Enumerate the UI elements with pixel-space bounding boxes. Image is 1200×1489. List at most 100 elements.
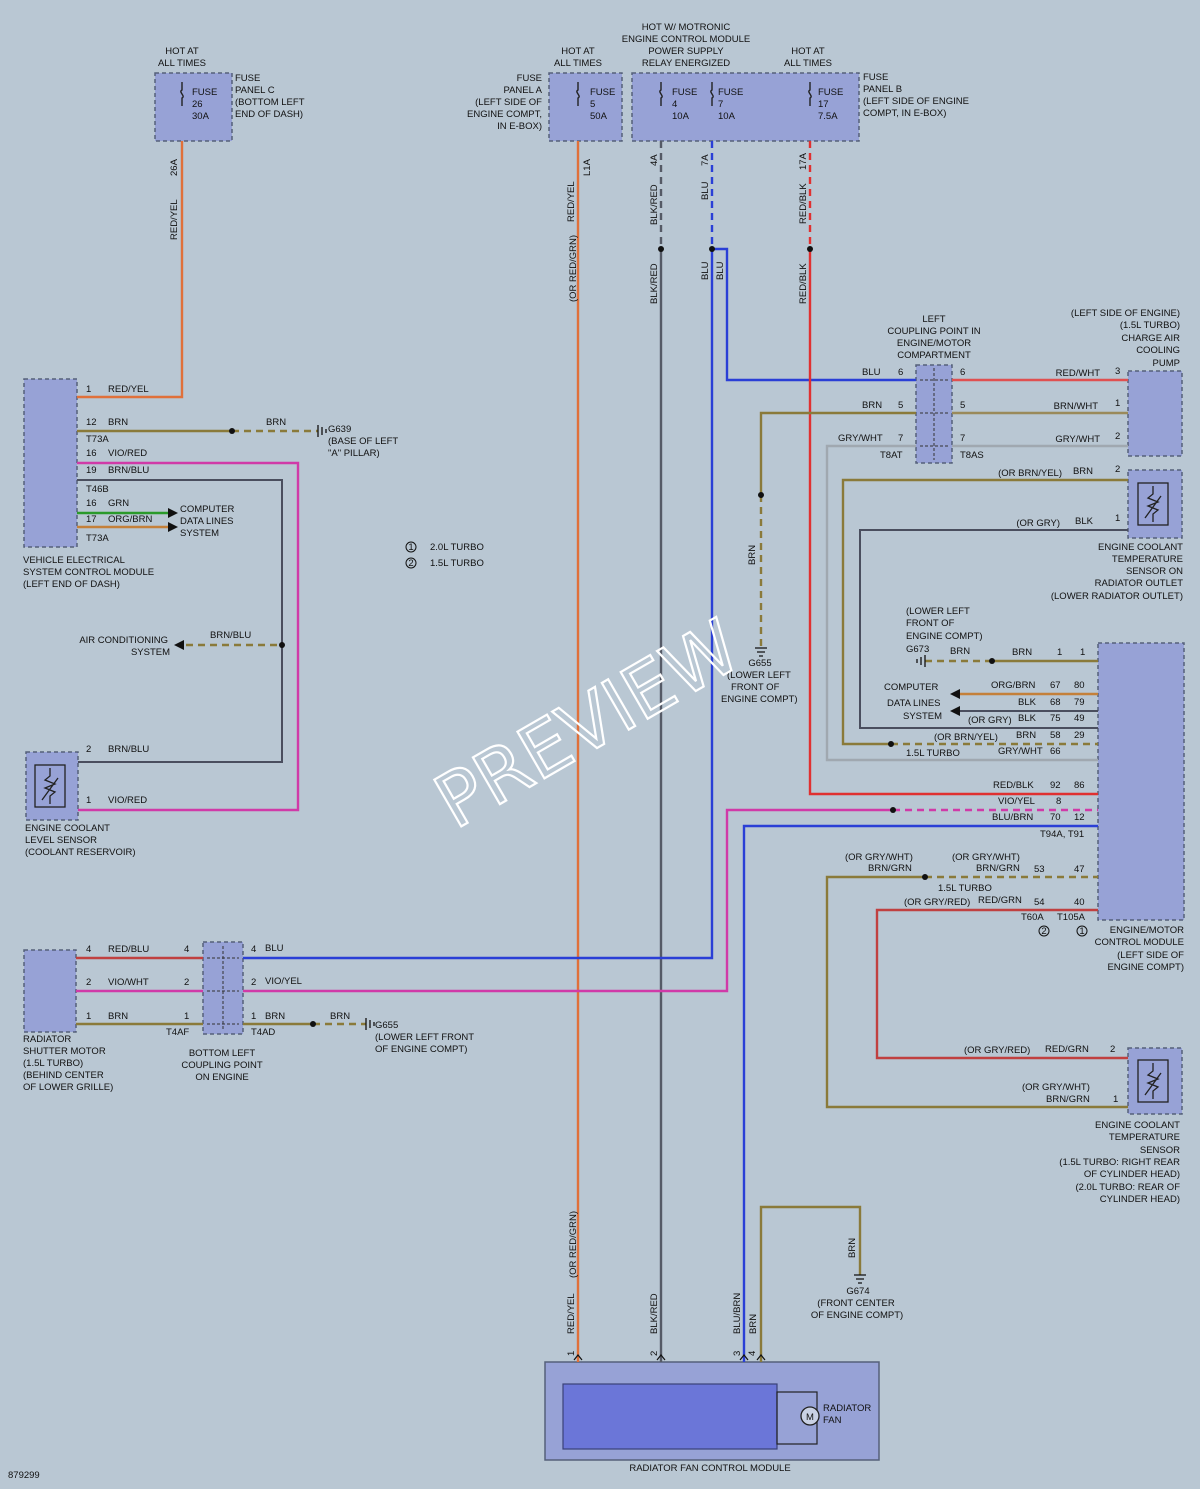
vescm-pin-16: 16 (86, 448, 97, 459)
fan-wire-blu-brn: BLU/BRN (732, 1293, 743, 1334)
fan-module-inner (562, 1383, 778, 1450)
ecm-row-0-a: 1 (1057, 647, 1062, 658)
preview-watermark: PREVIEW (421, 604, 754, 846)
fuse-b-panel-1: FUSE (863, 72, 888, 83)
ground-g674-icon (854, 1274, 866, 1284)
ecm-row-4-color: BRN (1016, 730, 1036, 741)
wire-vio-yel (243, 808, 893, 993)
pump-pin-2: 2 (1115, 431, 1120, 442)
shutter-name-5: OF LOWER GRILLE) (23, 1082, 113, 1093)
wire-vio-red (77, 461, 300, 812)
outlet-pin-1: 1 (1115, 513, 1120, 524)
fuse-5-symbol (576, 82, 580, 106)
fuse-b-ecm-1: HOT W/ MOTRONIC (642, 22, 731, 33)
shutter-motor-box (23, 949, 77, 1033)
wire-gry-wht (825, 444, 1098, 762)
legend: 1 2.0L TURBO 2 1.5L TURBO (405, 541, 484, 569)
ground-g655-mid-icon (755, 647, 767, 657)
fan-motor-label: M (806, 1412, 814, 1423)
fuse-b-panel-4: COMPT, IN E-BOX) (863, 108, 946, 119)
bottom-coupling-wire-blu: BLU (265, 943, 284, 954)
shutter-pin-2-color: VIO/WHT (108, 977, 149, 988)
ecm-row-6-b: 86 (1074, 780, 1085, 791)
ecm-row-6-a: 92 (1050, 780, 1061, 791)
fuse-c-hot-2: ALL TIMES (158, 58, 206, 69)
fuse-b-fuse17-amp: 7.5A (818, 111, 838, 122)
vescm-conn-3: T73A (86, 533, 109, 544)
g655-mid-labels: BRN G655 (LOWER LEFT FRONT OF ENGINE COM… (721, 545, 798, 705)
ecm-rows2-1-b: 40 (1074, 897, 1085, 908)
level-sensor-name-1: ENGINE COOLANT (25, 823, 110, 834)
fuse-a-hot-1: HOT AT (561, 46, 595, 57)
g655-mid-loc-1: (LOWER LEFT (727, 670, 791, 681)
fan-wire-red-yel: RED/YEL (566, 1293, 577, 1334)
fuse-c-fuse-label: FUSE (192, 87, 217, 98)
fuse-b-fuse4-num: 4 (672, 99, 677, 110)
ecm-data-2: DATA LINES (887, 698, 941, 709)
left-coupling-name-1: LEFT (922, 314, 945, 325)
ac-label-1: AIR CONDITIONING (79, 635, 168, 646)
fuse-a-labels: HOT AT ALL TIMES FUSE 5 50A FUSE PANEL A… (467, 46, 615, 302)
vescm-pin-16-color: VIO/RED (108, 448, 147, 459)
ecm-rows2-1-alt: (OR GRY/RED) (904, 897, 970, 908)
wire-brn-blu (77, 479, 283, 763)
fuse-c-fuse-amp: 30A (192, 111, 210, 122)
ecm-row-8-a: 70 (1050, 812, 1061, 823)
temp-name-7: CYLINDER HEAD) (1100, 1194, 1180, 1205)
left-coupling-labels: LEFT COUPLING POINT IN ENGINE/MOTOR COMP… (838, 314, 984, 461)
bottom-coupling-wire-vio-yel: VIO/YEL (265, 976, 302, 987)
fuse-b-hot-2: ALL TIMES (784, 58, 832, 69)
g674-loc-1: (FRONT CENTER (817, 1298, 895, 1309)
bottom-coupling-left-2: 2 (184, 977, 189, 988)
temp-sensor-symbol (1137, 1059, 1169, 1103)
g673-loc-1: (LOWER LEFT (906, 606, 970, 617)
fuse-c-fuse-num: 26 (192, 99, 203, 110)
ecm-conn-bottom-1: T60A (1021, 912, 1044, 923)
wire-label-red-yel-1: RED/YEL (169, 199, 180, 240)
ecm-row-0-color: BRN (1012, 647, 1032, 658)
vescm-pin-17-color: ORG/BRN (108, 514, 152, 525)
ecm-conn-bottom-2: T105A (1057, 912, 1086, 923)
ecm-rows2-0-b: 47 (1074, 864, 1085, 875)
ground-g655-icon (365, 1018, 375, 1030)
pump-name-4: COOLING (1136, 345, 1180, 356)
temp-pin-1: 1 (1113, 1094, 1118, 1105)
bottom-coupling-left-1: 1 (184, 1011, 189, 1022)
bottom-coupling-right-2: 2 (251, 977, 256, 988)
vescm-pin-1-color: RED/YEL (108, 384, 149, 395)
ac-wire: BRN/BLU (210, 630, 251, 641)
level-sensor-pin-1: 1 (86, 795, 91, 806)
vescm-pin-17: 17 (86, 514, 97, 525)
g673-labels: (LOWER LEFT FRONT OF ENGINE COMPT) G673 … (906, 606, 983, 657)
ecm-row-2-b: 79 (1074, 697, 1085, 708)
level-sensor-name-2: LEVEL SENSOR (25, 835, 97, 846)
ecm-row-3-color: BLK (1018, 713, 1037, 724)
outlet-pin-2-alt: (OR BRN/YEL) (998, 468, 1062, 479)
level-sensor-pin-2-color: BRN/BLU (108, 744, 149, 755)
wire-label-red-blk-1: RED/BLK (798, 183, 809, 224)
wire-fuse26-vescm (77, 141, 184, 399)
g655-mid-ground: G655 (748, 658, 771, 669)
arrow-grn-icon (168, 508, 178, 518)
fuse-b-ecm-2: ENGINE CONTROL MODULE (622, 34, 750, 45)
vescm-pin-16b-color: GRN (108, 498, 129, 509)
arrow-org-icon (168, 522, 178, 532)
ground-g673-icon (916, 655, 926, 667)
fuse-c-hot-1: HOT AT (165, 46, 199, 57)
coupling-internals (207, 368, 948, 1030)
wire-brn-grn (825, 875, 1128, 1109)
shutter-pin-4: 4 (86, 944, 91, 955)
pump-box (1127, 370, 1183, 457)
left-coupling-lpin-6: 6 (898, 367, 903, 378)
ecm-data-1: COMPUTER (884, 682, 939, 693)
bottom-coupling-name-1: BOTTOM LEFT (189, 1048, 256, 1059)
fuse-4-symbol (659, 82, 663, 106)
ground-g639-label: G639 (328, 424, 351, 435)
bottom-coupling-brn-label: BRN (330, 1011, 350, 1022)
vescm-pin-19-color: BRN/BLU (108, 465, 149, 476)
wire-outlet-blk (859, 529, 1128, 729)
ecm-rows2-0-color: BRN/GRN (976, 863, 1020, 874)
wire-blu-brn (742, 824, 1098, 1362)
outlet-sensor-labels: 2 BRN (OR BRN/YEL) 1 BLK (OR GRY) ENGINE… (998, 464, 1183, 602)
